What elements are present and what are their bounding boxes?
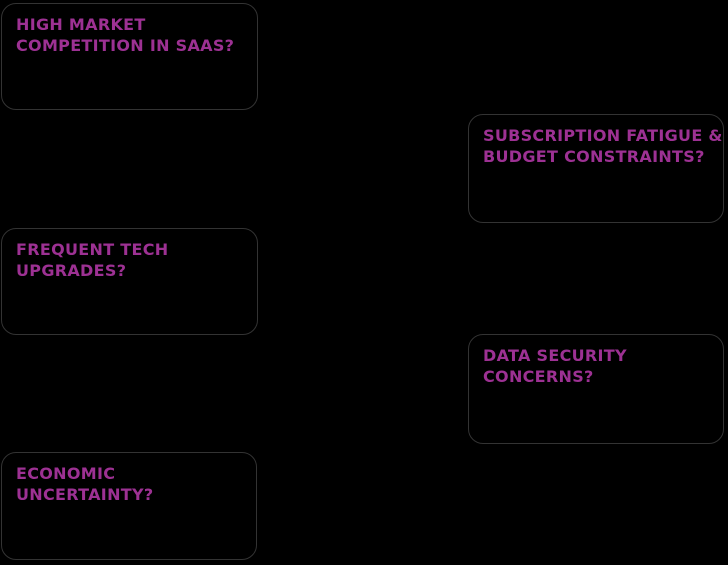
question-text-line: COMPETITION IN SAAS? [16,36,235,55]
question-text-line: HIGH MARKET [16,15,146,34]
question-box-data-security-concerns: DATA SECURITY CONCERNS? [468,334,724,444]
question-text-line: BUDGET CONSTRAINTS? [483,147,705,166]
question-text-line: CONCERNS? [483,367,594,386]
question-text-line: SUBSCRIPTION FATIGUE & [483,126,723,145]
question-box-high-market-competition: HIGH MARKET COMPETITION IN SAAS? [1,3,258,110]
question-text-line: UPGRADES? [16,261,127,280]
question-box-frequent-tech-upgrades: FREQUENT TECH UPGRADES? [1,228,258,335]
question-text-line: DATA SECURITY [483,346,627,365]
question-text-line: ECONOMIC [16,464,116,483]
question-text-line: UNCERTAINTY? [16,485,154,504]
question-box-economic-uncertainty: ECONOMIC UNCERTAINTY? [1,452,257,560]
question-text-line: FREQUENT TECH [16,240,169,259]
question-box-subscription-fatigue: SUBSCRIPTION FATIGUE & BUDGET CONSTRAINT… [468,114,724,223]
